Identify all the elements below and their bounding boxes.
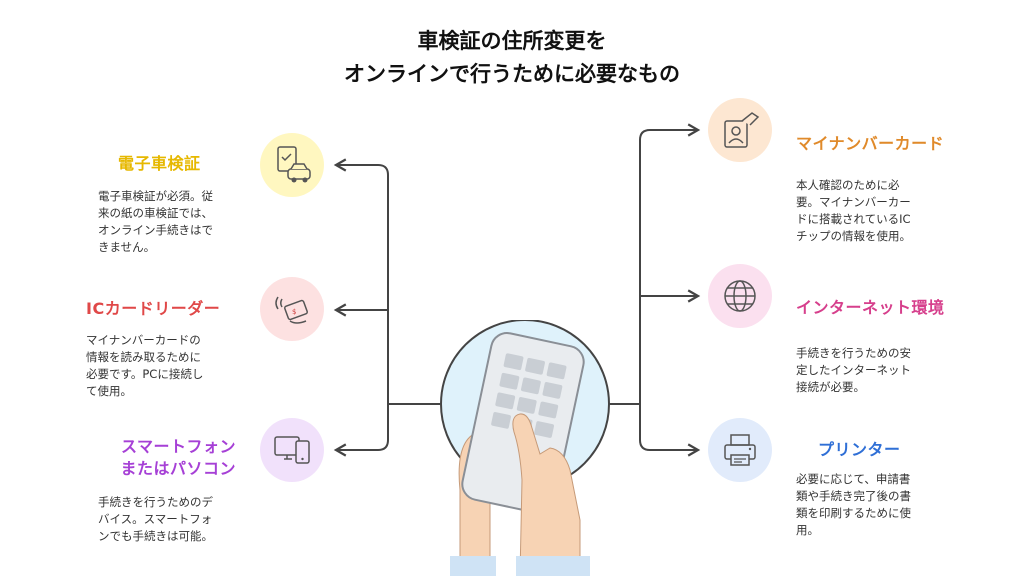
desc-line: 本人確認のために必 <box>796 178 900 192</box>
desc-line: ドに搭載されているIC <box>796 212 911 226</box>
internet-desc: 手続きを行うための安 定したインターネット 接続が必要。 <box>796 345 911 396</box>
title-line-2: オンラインで行うために必要なもの <box>344 62 680 86</box>
desc-line: チップの情報を使用。 <box>796 229 911 243</box>
svg-text:$: $ <box>292 308 296 316</box>
desc-line: ンでも手続きは可能。 <box>98 529 213 543</box>
internet-icon-circle <box>708 264 772 328</box>
desc-line: 来の紙の車検証では、 <box>98 206 213 220</box>
device-icon-circle <box>260 418 324 482</box>
desc-line: きません。 <box>98 240 156 254</box>
desc-line: 電子車検証が必須。従 <box>98 189 213 203</box>
printer-label: プリンター <box>818 440 901 459</box>
device-label: スマートフォン またはパソコン <box>100 436 236 480</box>
desc-line: バイス。スマートフォ <box>98 512 213 526</box>
desc-line: て使用。 <box>86 384 132 398</box>
mynumber-card-desc: 本人確認のために必 要。マイナンバーカー ドに搭載されているIC チップの情報を… <box>796 177 911 245</box>
desc-line: 必要に応じて、申請書 <box>796 472 911 486</box>
mynumber-card-icon-circle <box>708 98 772 162</box>
arrow-to-device <box>333 439 389 457</box>
printer-desc: 必要に応じて、申請書 類や手続き完了後の書 類を印刷するために使 用。 <box>796 471 911 539</box>
denshi-shakensho-desc: 電子車検証が必須。従 来の紙の車検証では、 オンライン手続きはで きません。 <box>98 188 213 256</box>
device-desc: 手続きを行うためのデ バイス。スマートフォ ンでも手続きは可能。 <box>98 494 213 545</box>
printer-icon <box>724 434 756 466</box>
internet-label: インターネット環境 <box>796 298 945 317</box>
arrow-to-denshi <box>333 158 389 176</box>
ic-card-reader-label: ICカードリーダー <box>86 299 221 318</box>
ic-card-reader-icon-circle: $ <box>260 277 324 341</box>
card-reader-icon: $ <box>275 296 308 324</box>
arrow-to-printer <box>639 439 701 457</box>
desc-line: オンライン手続きはで <box>98 223 213 237</box>
desc-line: 必要です。PCに接続し <box>86 367 204 381</box>
globe-icon <box>724 280 756 312</box>
denshi-shakensho-icon-circle <box>260 133 324 197</box>
desc-line: 要。マイナンバーカー <box>796 195 911 209</box>
desc-line: マイナンバーカードの <box>86 333 201 347</box>
smartphone-pc-icon <box>274 436 310 464</box>
vehicle-inspection-certificate-icon <box>277 146 311 183</box>
hand-holding-phone-illustration <box>440 320 610 576</box>
desc-line: 類を印刷するために使 <box>796 506 911 520</box>
desc-line: 手続きを行うための安 <box>796 346 911 360</box>
desc-line: 類や手続き完了後の書 <box>796 489 911 503</box>
desc-line: 情報を読み取るために <box>86 350 201 364</box>
desc-line: 手続きを行うためのデ <box>98 495 213 509</box>
mynumber-card-label: マイナンバーカード <box>796 134 945 153</box>
device-label-line-2: またはパソコン <box>120 459 236 478</box>
arrow-to-mynumber <box>639 123 701 141</box>
denshi-shakensho-label: 電子車検証 <box>118 154 201 173</box>
device-label-line-1: スマートフォン <box>120 437 236 456</box>
desc-line: 接続が必要。 <box>796 380 865 394</box>
desc-line: 用。 <box>796 523 819 537</box>
title-line-1: 車検証の住所変更を <box>417 29 607 53</box>
ic-card-reader-desc: マイナンバーカードの 情報を読み取るために 必要です。PCに接続し て使用。 <box>86 332 203 400</box>
printer-icon-circle <box>708 418 772 482</box>
desc-line: 定したインターネット <box>796 363 911 377</box>
id-card-icon <box>724 112 760 148</box>
